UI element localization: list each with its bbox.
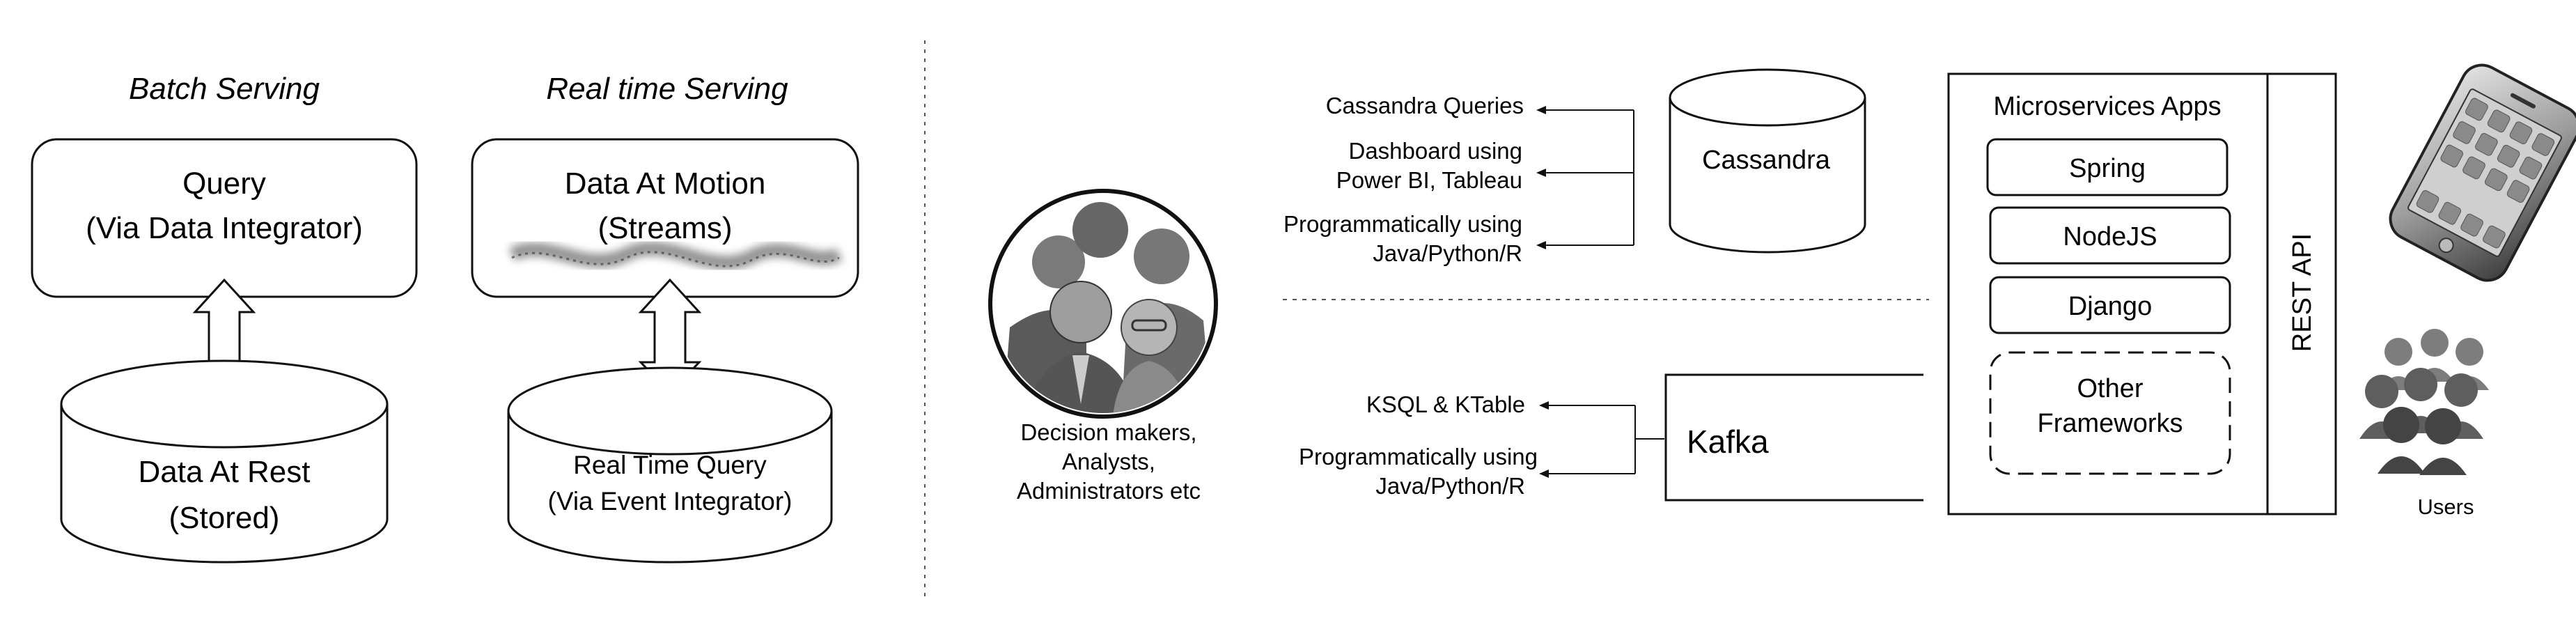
users-label: Users <box>2418 495 2474 519</box>
kafka-label: Kafka <box>1687 424 1769 460</box>
framework-nodejs-label: NodeJS <box>2063 222 2157 251</box>
users-icon <box>2359 329 2489 475</box>
framework-spring: Spring <box>1986 138 2228 196</box>
batch-serving-heading: Batch Serving <box>129 72 320 106</box>
cassandra-output-1-line1: Dashboard using <box>1349 138 1523 164</box>
smartphone-icon <box>2389 63 2576 282</box>
kafka-output-1-line2: Java/Python/R <box>1375 473 1525 499</box>
realtime-cylinder-line2: (Via Event Integrator) <box>548 487 793 515</box>
framework-other-line1: Other <box>2077 374 2143 403</box>
rest-cylinder-line1: Data At Rest <box>138 455 310 489</box>
framework-spring-label: Spring <box>2069 154 2146 183</box>
realtime-serving-heading: Real time Serving <box>546 72 788 106</box>
kafka-box: Kafka <box>1664 373 1923 502</box>
microservices-title: Microservices Apps <box>1993 92 2221 121</box>
cassandra-output-2-line2: Java/Python/R <box>1373 240 1522 266</box>
kafka-connector <box>1539 401 1664 478</box>
cassandra-output-2-line1: Programmatically using <box>1283 211 1522 237</box>
rest-api-label: REST API <box>2288 233 2317 352</box>
realtime-query-cylinder: Real Time Query (Via Event Integrator) <box>507 366 833 564</box>
query-box: Query (Via Data Integrator) <box>31 138 418 298</box>
group-label-line1: Decision makers, <box>1020 419 1196 445</box>
data-at-rest-cylinder: Data At Rest (Stored) <box>60 359 389 564</box>
kafka-output-0-line1: KSQL & KTable <box>1366 391 1525 417</box>
data-at-motion-box: Data At Motion (Streams) <box>471 138 859 298</box>
rest-cylinder-line2: (Stored) <box>169 501 280 535</box>
cassandra-output-1-line2: Power BI, Tableau <box>1336 167 1522 193</box>
cassandra-output-0-line1: Cassandra Queries <box>1326 93 1524 118</box>
stream-wave-graphic <box>508 241 843 270</box>
framework-django: Django <box>1989 276 2231 334</box>
cassandra-connector <box>1536 106 1634 249</box>
query-box-line1: Query <box>182 166 266 201</box>
people-group-icon <box>988 189 1218 419</box>
kafka-output-1-line1: Programmatically using <box>1299 444 1538 470</box>
cassandra-cylinder: Cassandra <box>1669 68 1866 254</box>
group-label-line3: Administrators etc <box>1017 478 1201 504</box>
framework-other-line2: Frameworks <box>2037 409 2183 438</box>
cassandra-label: Cassandra <box>1702 146 1831 175</box>
motion-box-line1: Data At Motion <box>565 166 766 201</box>
realtime-cylinder-line1: Real Time Query <box>573 451 767 479</box>
motion-box-line2: (Streams) <box>598 211 732 245</box>
group-label-line2: Analysts, <box>1062 449 1155 474</box>
framework-nodejs: NodeJS <box>1989 206 2231 265</box>
rest-api-column: REST API <box>2266 72 2337 515</box>
microservices-panel: Microservices Apps Spring NodeJS Django … <box>1947 72 2269 515</box>
framework-django-label: Django <box>2068 292 2152 321</box>
query-box-line2: (Via Data Integrator) <box>86 211 363 245</box>
framework-other: Other Frameworks <box>1989 351 2231 475</box>
